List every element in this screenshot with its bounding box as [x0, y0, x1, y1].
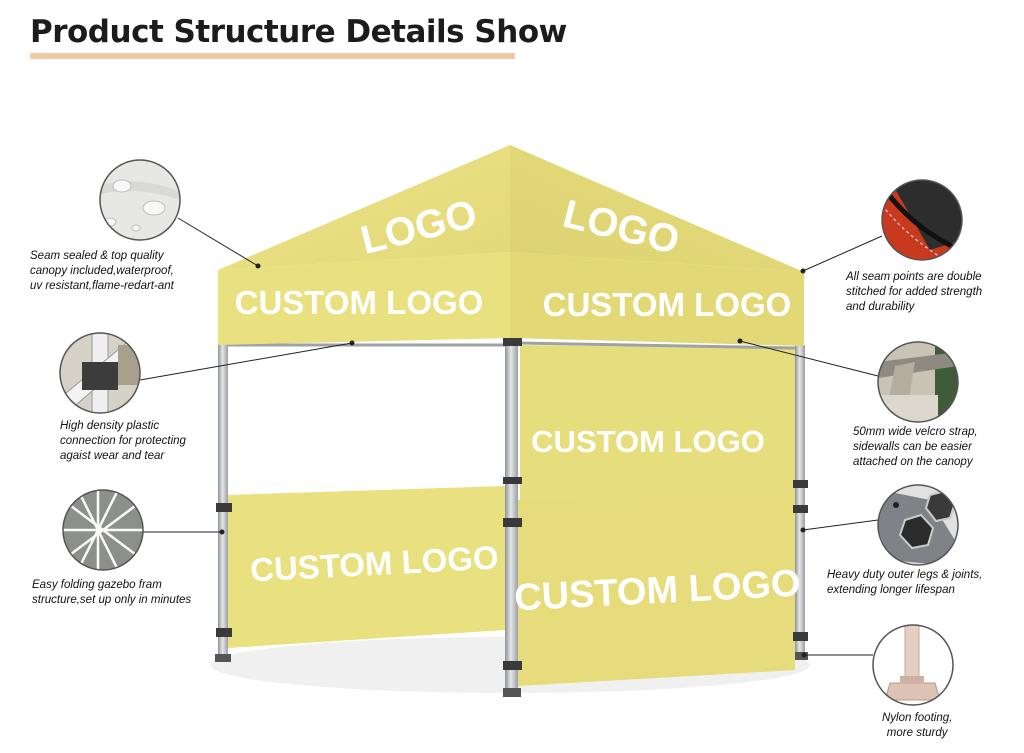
- caption-line: and durability: [846, 301, 915, 313]
- caption-line: sidewalls can be easier: [853, 441, 972, 453]
- caption-velcro-strap: 50mm wide velcro strap, sidewalls can be…: [853, 425, 978, 470]
- caption-folding-frame: Easy folding gazebo fram structure,set u…: [32, 578, 191, 608]
- back-sidewall: CUSTOM LOGO: [520, 345, 800, 505]
- velcro-clips: [216, 338, 808, 670]
- caption-line: Easy folding gazebo fram: [32, 579, 162, 591]
- caption-line: 50mm wide velcro strap,: [853, 426, 978, 438]
- caption-double-stitched: All seam points are double stitched for …: [846, 270, 982, 315]
- caption-line: stitched for added strength: [846, 286, 983, 298]
- caption-line: uv resistant,flame-redart-ant: [30, 280, 174, 292]
- caption-seam-sealed: Seam sealed & top quality canopy include…: [30, 249, 174, 294]
- water-droplet-icon: [99, 159, 181, 241]
- hexagonal-leg-icon: [877, 484, 959, 566]
- caption-line: structure,set up only in minutes: [32, 594, 192, 606]
- left-foot: [215, 654, 231, 662]
- half-sidewall-front: CUSTOM LOGO: [513, 494, 801, 686]
- canopy-valance: CUSTOM LOGO CUSTOM LOGO: [218, 252, 804, 346]
- caption-line: connection for protecting: [60, 435, 186, 447]
- caption-line: Seam sealed & top quality: [30, 250, 164, 262]
- caption-line: All seam points are double: [846, 271, 982, 283]
- tent-frame: [215, 340, 808, 697]
- left-pole: [218, 340, 228, 660]
- caption-line: extending longer lifespan: [827, 584, 955, 596]
- right-foot: [792, 652, 808, 660]
- title-underline: [30, 53, 515, 59]
- plastic-joint-icon: [59, 332, 141, 414]
- foot-plate-icon: [872, 624, 954, 706]
- valance-right-logo-text: CUSTOM LOGO: [543, 286, 792, 323]
- page-title: Product Structure Details Show: [30, 14, 567, 50]
- caption-line: more sturdy: [886, 727, 948, 739]
- caption-outer-legs: Heavy duty outer legs & joints, extendin…: [827, 568, 982, 598]
- canopy-roof: LOGO LOGO: [218, 145, 804, 272]
- callout-leader-lines: [139, 217, 883, 656]
- caption-line: High density plastic: [60, 420, 160, 432]
- caption-plastic-connection: High density plastic connection for prot…: [60, 419, 186, 464]
- valance-left-logo-text: CUSTOM LOGO: [235, 284, 484, 321]
- caption-line: canopy included,waterproof,: [30, 265, 174, 277]
- folding-frame-icon: [62, 489, 144, 571]
- velcro-strap-icon: [877, 341, 959, 423]
- back-wall-logo-text: CUSTOM LOGO: [531, 424, 765, 459]
- caption-line: agaist wear and tear: [60, 450, 165, 462]
- caption-line: Heavy duty outer legs & joints,: [827, 569, 983, 581]
- caption-line: Nylon footing,: [882, 712, 953, 724]
- right-pole: [795, 345, 805, 657]
- callout-leader-dots: [219, 263, 807, 658]
- half-sidewall-left: CUSTOM LOGO: [228, 486, 505, 648]
- front-foot: [503, 688, 521, 697]
- stitched-seam-icon: [881, 179, 963, 261]
- caption-line: attached on the canopy: [853, 456, 973, 468]
- front-pole: [505, 340, 518, 692]
- caption-nylon-footing: Nylon footing, more sturdy: [882, 711, 952, 741]
